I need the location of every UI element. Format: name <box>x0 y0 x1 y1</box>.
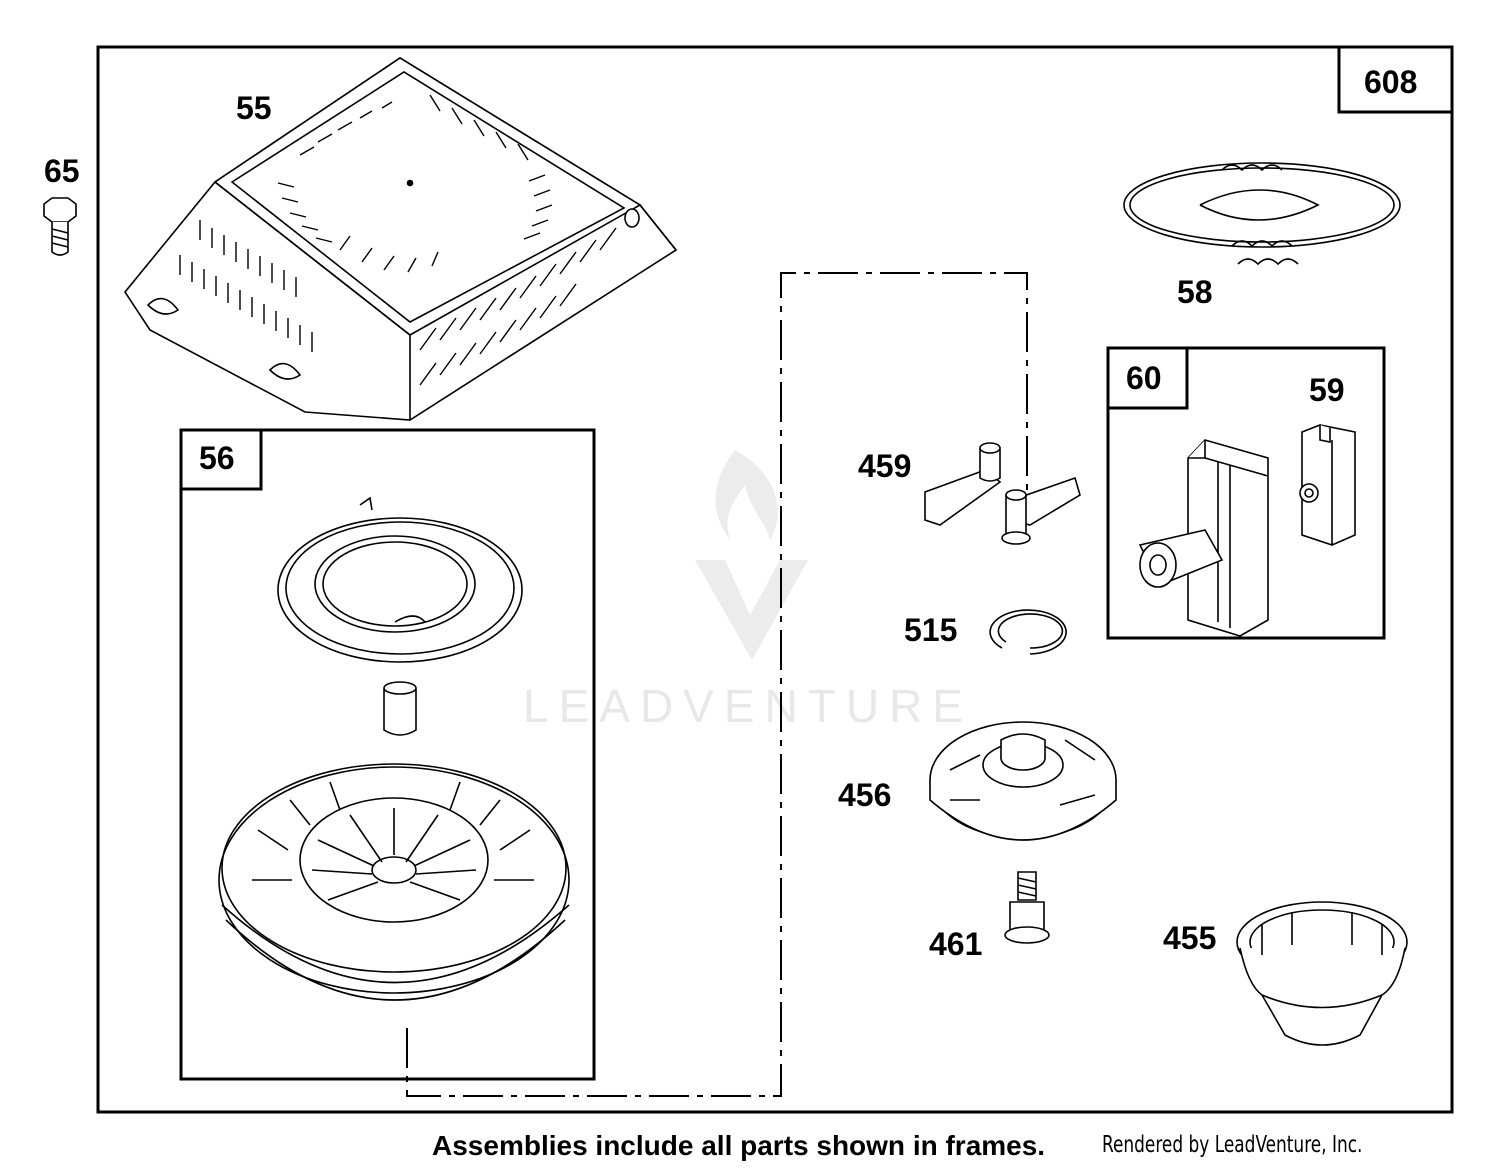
part-label-455: 455 <box>1163 920 1216 956</box>
starter-handle-60 <box>1138 439 1269 637</box>
part-number-labels: 55 65 56 58 60 59 459 515 456 461 455 60… <box>44 64 1417 962</box>
pawl-retainer-456 <box>929 721 1117 841</box>
starter-cup-455 <box>1236 901 1408 1046</box>
starter-rope-58 <box>1123 162 1401 266</box>
frame-60-tab <box>1108 348 1189 410</box>
pawls-459 <box>924 442 1081 545</box>
bolt-65 <box>43 197 77 256</box>
starter-cover-55 <box>124 57 678 421</box>
rope-insert-59 <box>1299 424 1356 546</box>
part-label-65: 65 <box>44 153 80 189</box>
rendered-by-credit: Rendered by LeadVenture, Inc. <box>1102 1132 1363 1158</box>
screw-461 <box>1004 871 1050 944</box>
recoil-spring-56 <box>277 496 523 663</box>
part-label-515: 515 <box>904 612 957 648</box>
retainer-ring-515 <box>989 609 1067 655</box>
part-label-56: 56 <box>199 440 235 476</box>
spacer-56 <box>383 681 417 736</box>
part-label-60: 60 <box>1126 360 1162 396</box>
frame-56-tab <box>181 430 263 491</box>
frame-60 <box>1106 346 1386 640</box>
part-label-459: 459 <box>858 448 911 484</box>
watermark-text: LEADVENTURE <box>523 680 973 732</box>
pulley-56 <box>218 763 570 1001</box>
part-label-59: 59 <box>1309 372 1345 408</box>
frame-56 <box>179 428 596 1081</box>
part-label-461: 461 <box>929 926 982 962</box>
frame-tab-608 <box>1337 47 1452 114</box>
part-label-58: 58 <box>1177 274 1213 310</box>
main-frame <box>96 45 1454 1114</box>
part-label-55: 55 <box>236 90 272 126</box>
part-label-608: 608 <box>1364 64 1417 100</box>
assemblies-note: Assemblies include all parts shown in fr… <box>432 1130 1046 1161</box>
part-label-456: 456 <box>838 777 891 813</box>
leadventure-watermark: LEADVENTURE <box>523 450 973 732</box>
